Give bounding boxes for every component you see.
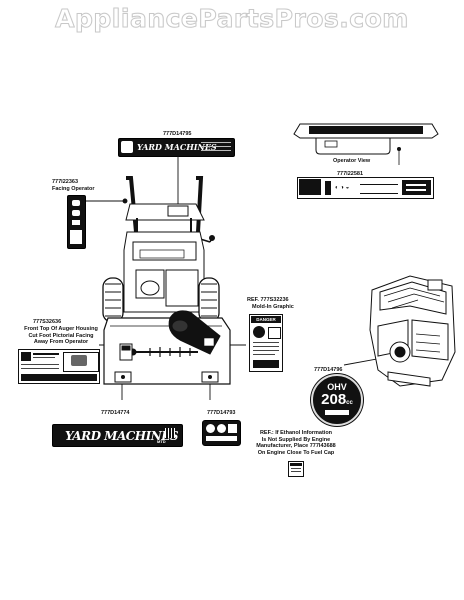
auger-housing-note: Front Top Of Auger Housing Cut Foot Pict…: [20, 326, 102, 346]
mold-in-ref: REF. 777S32236: [247, 297, 289, 303]
part-number-auger-housing: 777S32636: [33, 319, 62, 325]
mold-in-danger-decal: DANGER: [249, 314, 283, 372]
cc-unit: cc: [346, 400, 353, 406]
watermark: AppliancePartsPros.com: [55, 4, 409, 34]
dash-decal-symbols: ◐ ◑ ◒: [335, 185, 350, 191]
top-decal: YARD MACHINES: [118, 138, 235, 157]
small-icon-decal: [202, 420, 241, 446]
dash-panel-outline: [293, 123, 439, 165]
ohv-208cc-decal: OHV 208cc: [311, 374, 363, 426]
auger-note-line-2: Cut Foot Pictorial Facing: [28, 332, 94, 339]
cc-value: 208: [321, 391, 347, 408]
auger-note-line-1: Front Top Of Auger Housing: [24, 326, 98, 332]
auger-housing-decal: [18, 349, 100, 384]
ethanol-note: REF.: If Ethanol Information Is Not Supp…: [248, 430, 344, 456]
auger-note-line-3: Away From Operator: [33, 339, 89, 345]
snow-thrower-drawing: [102, 176, 231, 385]
mold-in-label: Mold-In Graphic: [252, 304, 294, 310]
ethanol-note-line-1: REF.: If Ethanol Information: [259, 430, 333, 436]
part-number-top-decal: 777D14795: [163, 131, 192, 137]
ohv-text: OHV: [327, 382, 347, 392]
top-decal-brand: YARD MACHINES: [137, 142, 217, 152]
part-number-small-decal: 777D14793: [207, 410, 236, 416]
danger-banner: DANGER: [251, 316, 281, 323]
part-number-brand-decal: 777D14774: [101, 410, 130, 416]
ethanol-note-line-4: On Engine Close To Fuel Cap: [257, 449, 335, 456]
ethanol-decal: [288, 461, 304, 477]
part-number-facing-operator: 777I22363: [52, 179, 78, 185]
ethanol-note-line-2: Is Not Supplied By Engine: [261, 436, 331, 443]
brand-decal-text: YARD MACHINES: [65, 429, 179, 443]
brand-decal-sub: MTD: [157, 439, 166, 444]
yard-machines-brand-decal: YARD MACHINES MTD: [52, 424, 183, 447]
facing-operator-decal: [67, 195, 86, 249]
part-number-engine-decal: 777D14796: [314, 367, 343, 373]
dash-panel-decal: ◐ ◑ ◒: [297, 177, 434, 199]
engine-drawing: [369, 275, 456, 387]
dash-view-label: Operator View: [333, 158, 371, 164]
facing-operator-label: Facing Operator: [52, 186, 95, 192]
cc-readout: 208cc: [317, 391, 357, 408]
ethanol-note-line-3: Manufacturer, Place 777I43688: [256, 443, 336, 449]
part-number-dash-panel: 777I22581: [337, 171, 363, 177]
